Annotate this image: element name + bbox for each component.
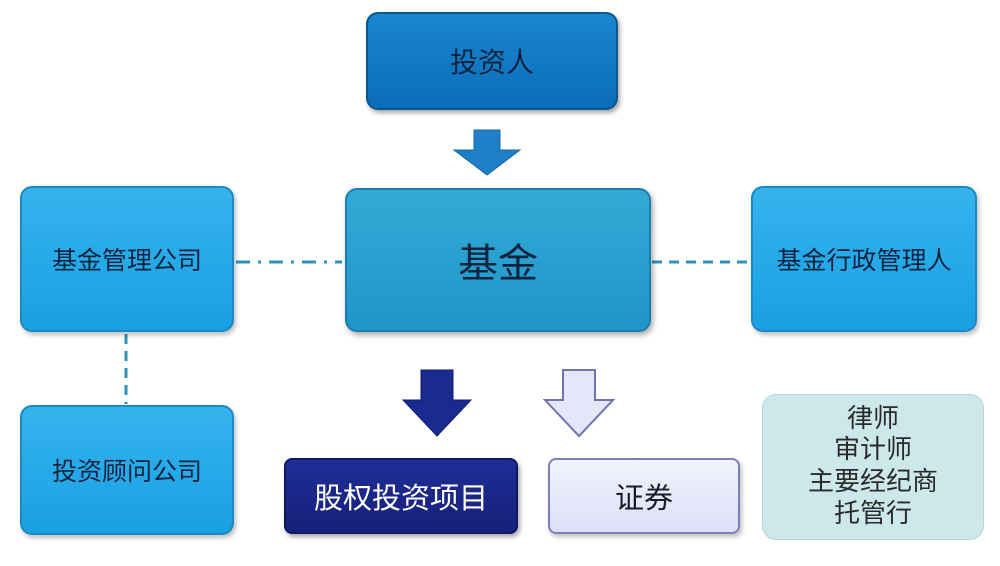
- node-fund: 基金: [345, 188, 651, 332]
- arrow-investor-to-fund: [452, 129, 522, 176]
- service-provider-item: 托管行: [833, 498, 912, 529]
- service-provider-item: 律师: [846, 403, 899, 434]
- arrow-fund-to-securities: [542, 369, 616, 438]
- node-investment-advisor-label: 投资顾问公司: [51, 457, 202, 486]
- node-fund-admin: 基金行政管理人: [751, 186, 977, 332]
- node-fund-manager-label: 基金管理公司: [51, 246, 202, 275]
- node-fund-label: 基金: [458, 241, 538, 287]
- node-equity-project-label: 股权投资项目: [313, 481, 488, 515]
- node-equity-project: 股权投资项目: [284, 458, 518, 534]
- node-fund-admin-label: 基金行政管理人: [776, 246, 952, 275]
- service-provider-item: 审计师: [833, 435, 912, 466]
- node-securities-label: 证券: [614, 481, 673, 515]
- node-investment-advisor: 投资顾问公司: [20, 405, 234, 535]
- node-fund-manager: 基金管理公司: [20, 186, 234, 332]
- node-service-providers: 律师 审计师 主要经纪商 托管行: [762, 394, 984, 540]
- arrow-fund-to-equity: [401, 369, 473, 437]
- node-investor-label: 投资人: [449, 46, 534, 79]
- node-securities: 证券: [548, 458, 740, 534]
- node-investor: 投资人: [366, 12, 618, 110]
- service-provider-item: 主要经纪商: [807, 467, 938, 497]
